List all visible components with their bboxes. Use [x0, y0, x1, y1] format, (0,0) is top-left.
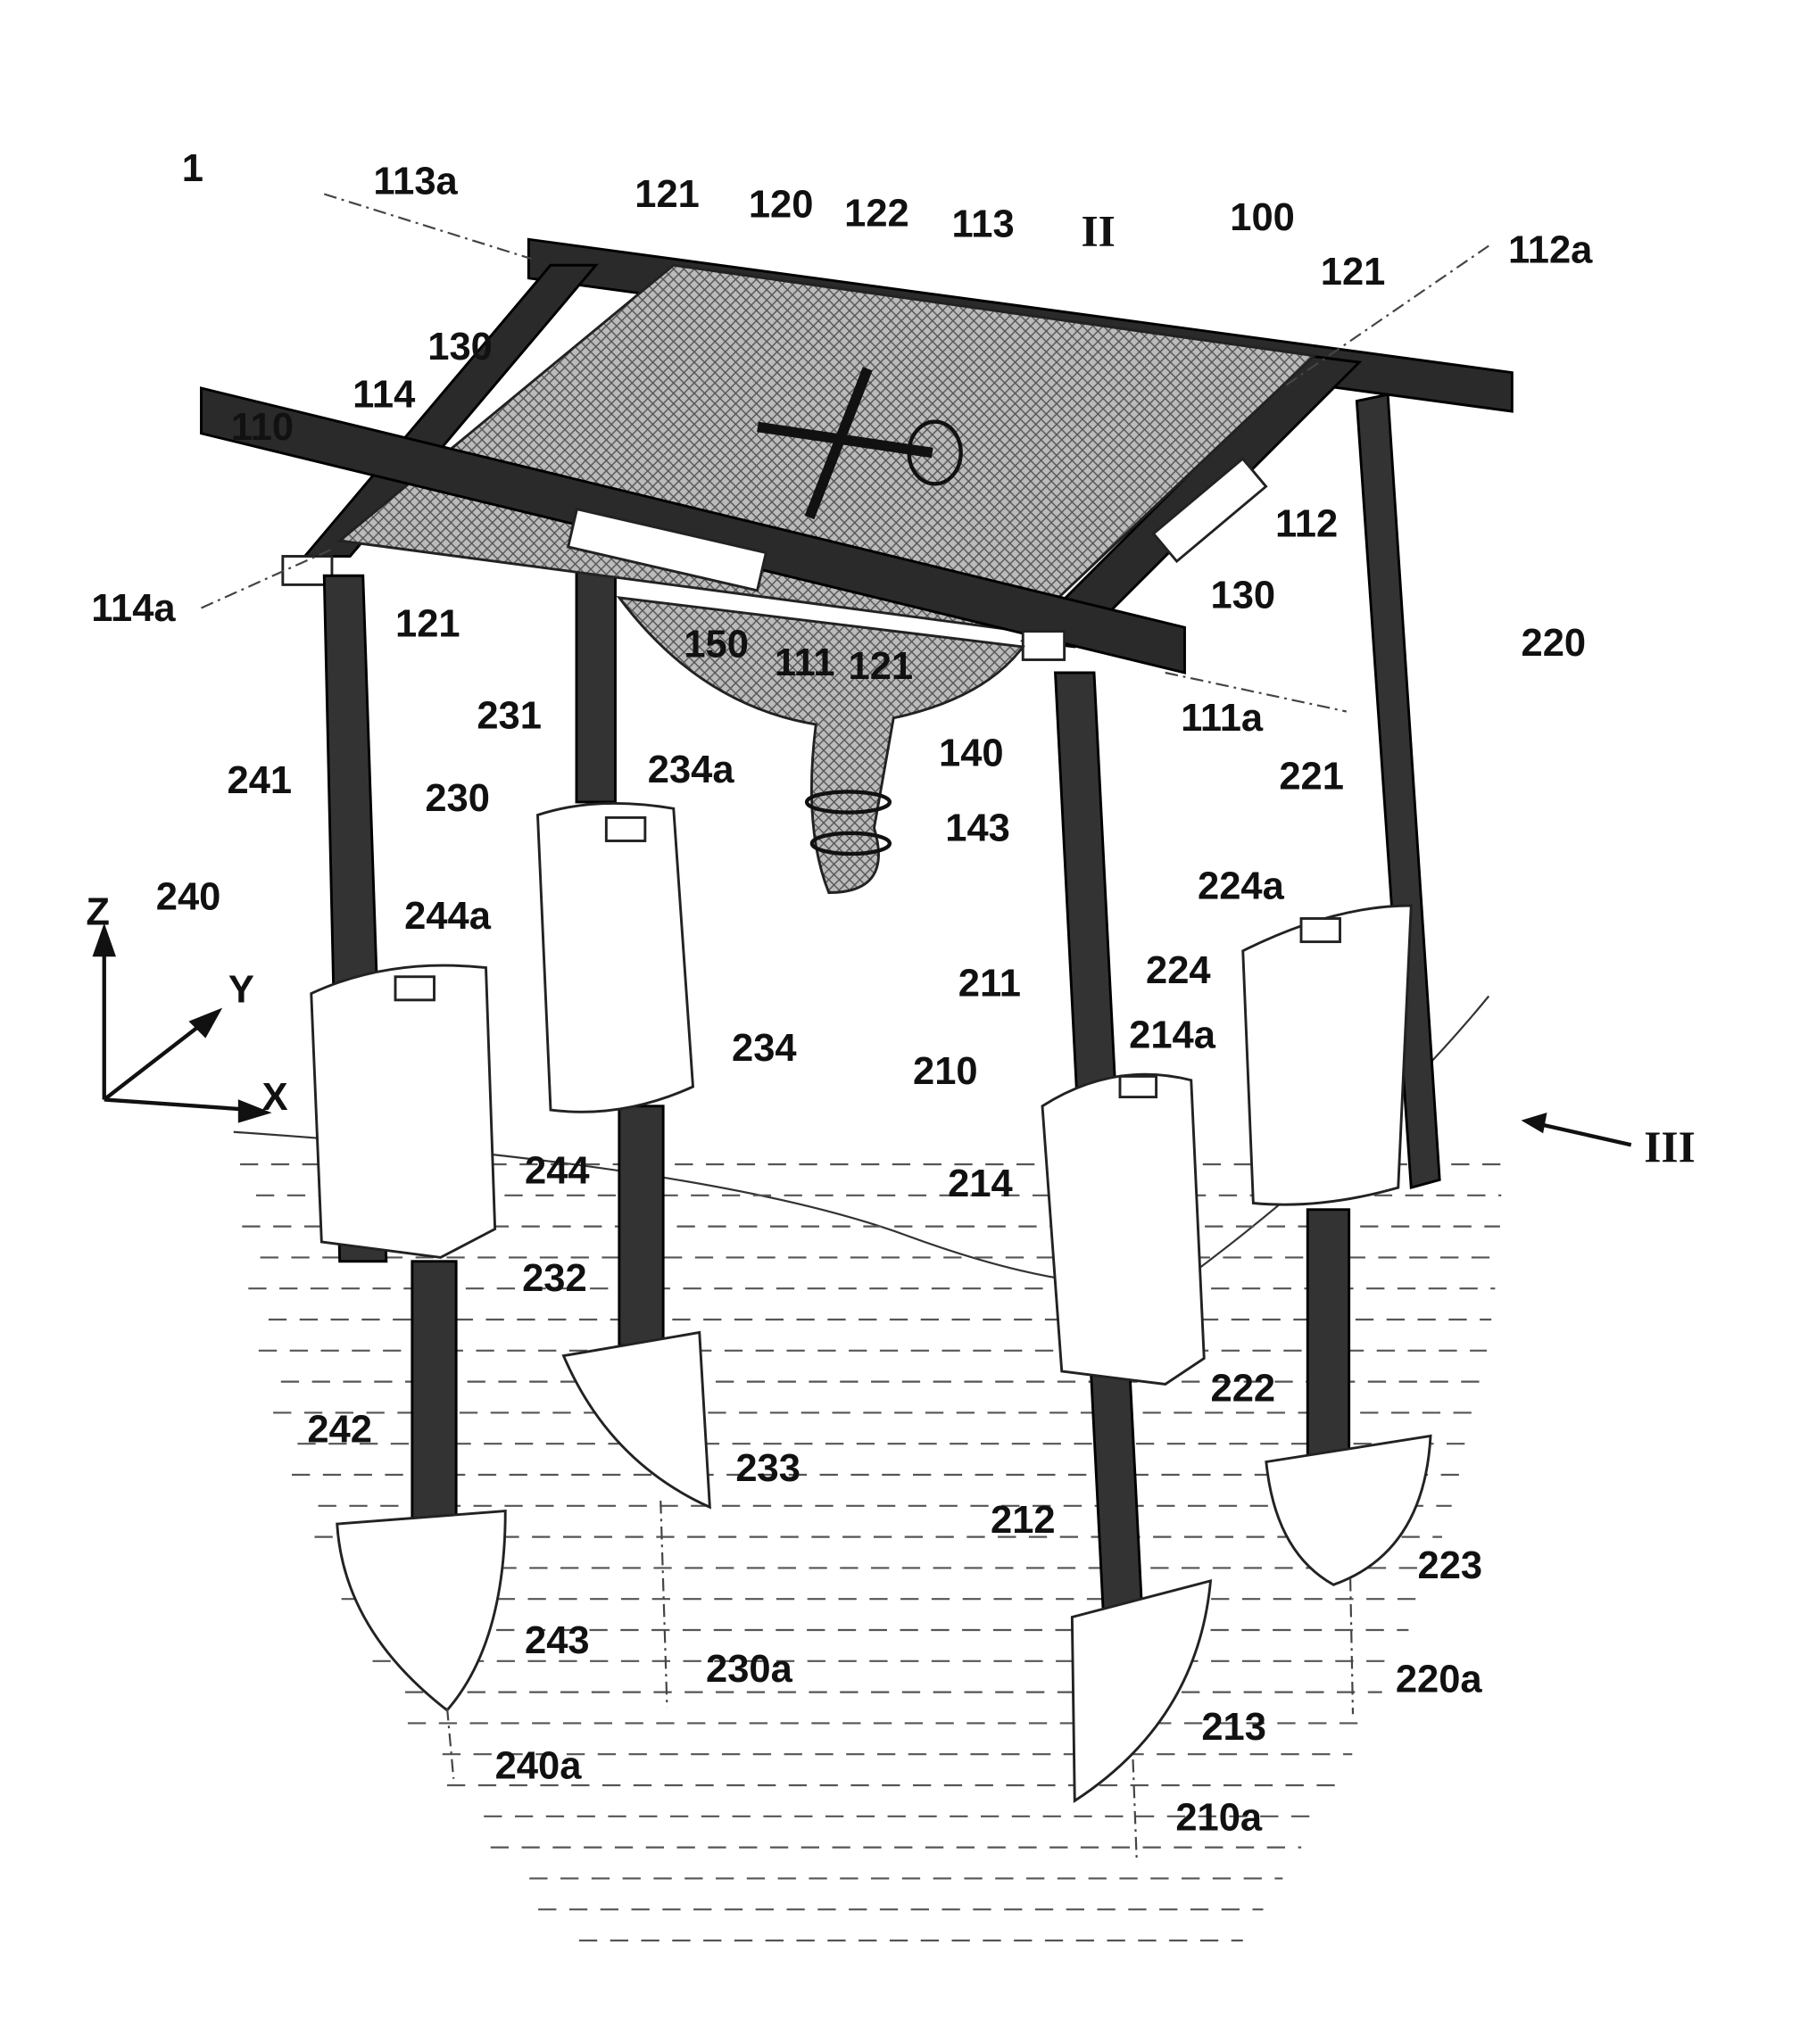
label: 212 — [991, 1499, 1056, 1542]
label: 121 — [395, 602, 460, 645]
label: 211 — [958, 962, 1021, 1005]
label: 224a — [1198, 865, 1285, 908]
label: 233 — [735, 1447, 800, 1490]
label: 111 — [775, 641, 835, 684]
label: 130 — [1210, 574, 1275, 617]
float-214 — [1041, 1072, 1206, 1386]
label: 140 — [939, 732, 1004, 774]
reference-labels: 1 113a 121 120 122 113 II 100 112a 121 1… — [86, 147, 1695, 1840]
label: II — [1081, 206, 1115, 255]
label: 100 — [1230, 196, 1295, 239]
label: 112a — [1508, 228, 1593, 271]
reference-axes — [201, 193, 1489, 1864]
label: 243 — [525, 1619, 590, 1662]
label: 240 — [156, 875, 221, 918]
label: 120 — [749, 184, 814, 227]
label: 213 — [1201, 1706, 1266, 1749]
label: 130 — [427, 326, 493, 368]
keel-213 — [1070, 1578, 1213, 1804]
label: 231 — [477, 694, 542, 737]
view-arrow-III — [1521, 1113, 1632, 1147]
label: 114a — [91, 587, 176, 630]
keel-223 — [1265, 1434, 1432, 1586]
label: 234a — [648, 749, 735, 791]
label: 210a — [1175, 1797, 1263, 1840]
label: 114 — [353, 374, 415, 417]
label: 242 — [307, 1409, 372, 1452]
label: 112 — [1275, 503, 1338, 546]
label: 223 — [1417, 1544, 1482, 1587]
label: III — [1644, 1122, 1696, 1171]
label: 150 — [684, 624, 749, 666]
label: 230a — [706, 1648, 793, 1691]
label: 143 — [945, 807, 1010, 850]
label: X — [262, 1076, 288, 1119]
label: Z — [86, 891, 110, 934]
label: 232 — [522, 1257, 587, 1300]
leg-230 — [575, 555, 665, 1347]
label: 121 — [1321, 251, 1386, 294]
label: 214 — [948, 1163, 1013, 1205]
float-234 — [536, 802, 695, 1113]
label: 244 — [525, 1150, 590, 1193]
label: 230 — [425, 777, 490, 820]
label: 113a — [373, 161, 458, 203]
label: 244a — [404, 895, 492, 938]
label: 210 — [913, 1050, 978, 1093]
label: 234 — [732, 1027, 797, 1070]
label: 224 — [1146, 949, 1211, 992]
label: 113 — [951, 203, 1014, 245]
label: 214a — [1129, 1014, 1216, 1056]
label: 122 — [844, 193, 909, 236]
label: 121 — [635, 173, 700, 216]
cross-marker — [757, 367, 963, 520]
keel-233 — [561, 1330, 711, 1510]
label: 110 — [231, 406, 294, 449]
float-224 — [1241, 904, 1413, 1206]
label: Y — [228, 969, 254, 1012]
float-244 — [310, 964, 497, 1259]
funnel-140 — [616, 596, 1025, 894]
coordinate-axes-icon — [92, 923, 272, 1123]
label: 222 — [1210, 1367, 1275, 1410]
water-region — [233, 995, 1502, 1942]
label: 220 — [1521, 622, 1586, 665]
label: 1 — [182, 147, 203, 190]
label: 111a — [1181, 697, 1264, 740]
label: 240a — [495, 1745, 583, 1788]
label: 121 — [849, 645, 914, 688]
label: 241 — [228, 759, 293, 802]
keel-243 — [336, 1510, 507, 1712]
label: 221 — [1279, 756, 1344, 799]
platform-frame-100 — [200, 237, 1514, 674]
label: 220a — [1396, 1659, 1483, 1701]
